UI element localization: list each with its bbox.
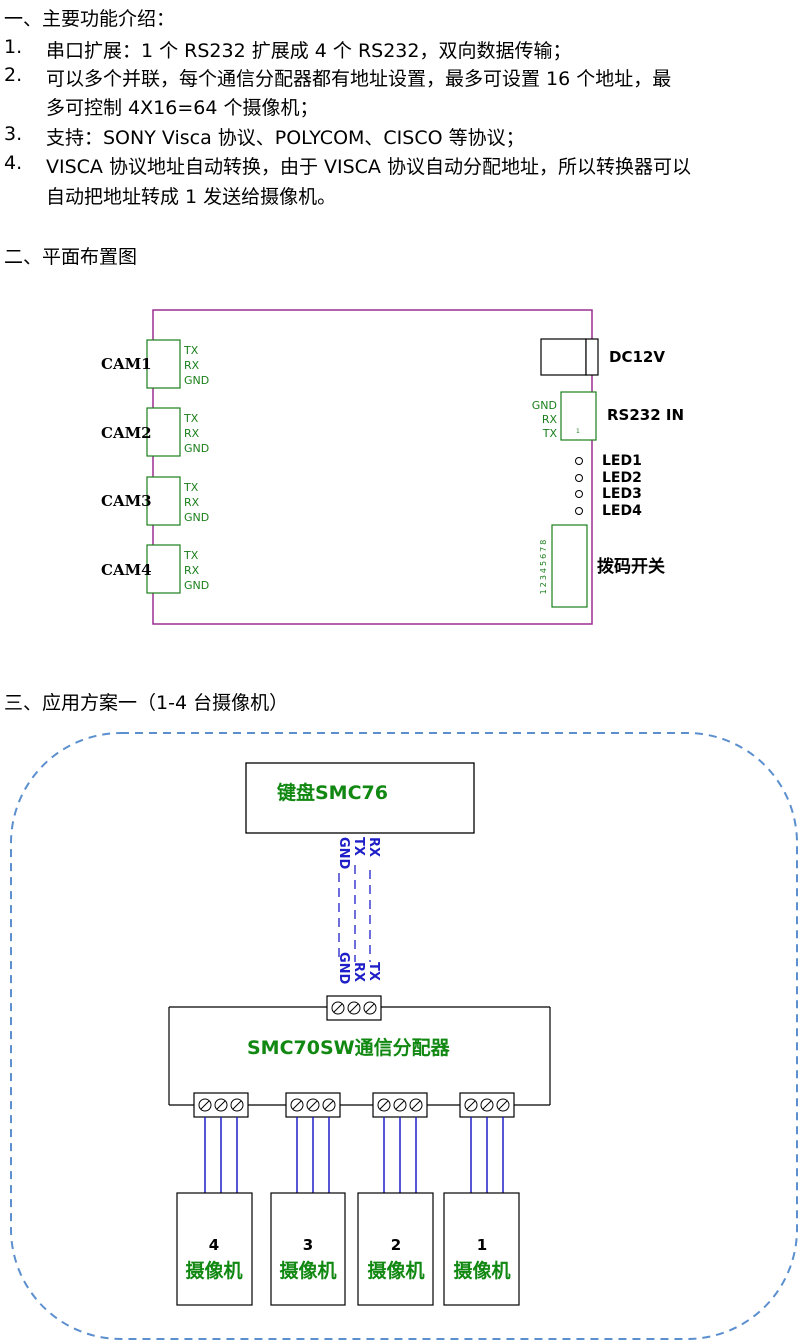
cam4-pin-rx: RX	[184, 564, 200, 577]
distributor-label: SMC70SW通信分配器	[247, 1036, 451, 1059]
feature-1-text: 串口扩展：1 个 RS232 扩展成 4 个 RS232，双向数据传输；	[46, 40, 572, 62]
feature-3-text: 支持：SONY Visca 协议、POLYCOM、CISCO 等协议；	[46, 127, 525, 149]
camera-wires	[204, 1117, 504, 1193]
board-layout-diagram: CAM1 TX RX GND CAM2 TX RX GND CAM3 TX RX…	[101, 309, 684, 625]
cam3-connector: CAM3 TX RX GND	[101, 476, 209, 526]
cam2-connector: CAM2 TX RX GND	[101, 407, 209, 457]
keyboard-pin-gnd: GND	[336, 837, 351, 870]
rs232-in-connector: 1 GND RX TX RS232 IN	[532, 391, 684, 441]
cam1-connector: CAM1 TX RX GND	[101, 339, 209, 389]
board-outline	[152, 309, 593, 625]
distributor-pin-rx: RX	[351, 962, 366, 982]
camera-1-number: 1	[477, 1236, 487, 1254]
feature-3-number: 3.	[4, 123, 23, 145]
output-terminal-2	[372, 1092, 428, 1118]
distributor-pin-tx: TX	[366, 962, 381, 981]
cam2-pin-rx: RX	[184, 427, 200, 440]
feature-2-text-line1: 可以多个并联，每个通信分配器都有地址设置，最多可设置 16 个地址，最	[46, 68, 672, 90]
led-group: LED1 LED2 LED3 LED4	[575, 453, 642, 519]
led1-label: LED1	[602, 453, 642, 469]
cam4-pin-tx: TX	[183, 549, 199, 562]
cam4-pin-gnd: GND	[184, 579, 209, 592]
camera-3-number: 3	[303, 1236, 313, 1254]
scheme-diagram: 键盘SMC76 GND TX RX GND RX TX SMC70SW通信分配器	[10, 732, 798, 1340]
cam1-pin-tx: TX	[183, 344, 199, 357]
cam2-label: CAM2	[101, 424, 152, 442]
feature-2-number: 2.	[4, 64, 23, 86]
cam2-pin-tx: TX	[183, 412, 199, 425]
feature-4-number: 4.	[4, 152, 23, 174]
camera-1: 1 摄像机	[443, 1192, 520, 1306]
cam4-label: CAM4	[101, 561, 152, 579]
rs232-label: RS232 IN	[607, 406, 684, 424]
features-title: 一、主要功能介绍：	[4, 8, 176, 30]
rs232-pin1-mark: 1	[576, 428, 580, 435]
camera-4: 4 摄像机	[176, 1192, 253, 1306]
dip-label: 拨码开关	[597, 556, 665, 577]
layout-title: 二、平面布置图	[4, 246, 138, 268]
cam3-pin-gnd: GND	[184, 511, 209, 524]
scheme-frame	[10, 732, 798, 1340]
cam3-pin-tx: TX	[183, 481, 199, 494]
keyboard-box: 键盘SMC76	[245, 762, 475, 834]
scheme-title: 三、应用方案一（1-4 台摄像机）	[4, 692, 289, 714]
dc-label: DC12V	[609, 348, 665, 366]
cam2-pin-gnd: GND	[184, 442, 209, 455]
camera-3-label: 摄像机	[279, 1259, 336, 1282]
dip-switch: 12345678 拨码开关	[539, 524, 665, 608]
feature-2-text-line2: 多可控制 4X16=64 个摄像机；	[46, 97, 319, 119]
led2-label: LED2	[602, 470, 642, 486]
distributor-box: SMC70SW通信分配器	[168, 1006, 551, 1106]
rs232-pin-rx: RX	[542, 413, 558, 426]
cam3-label: CAM3	[101, 492, 152, 510]
cam3-pin-rx: RX	[184, 496, 200, 509]
keyboard-wires	[338, 865, 371, 962]
feature-1-number: 1.	[4, 36, 23, 58]
dip-numbers: 12345678	[539, 538, 548, 595]
cam1-pin-gnd: GND	[184, 374, 209, 387]
cam1-label: CAM1	[101, 355, 152, 373]
cam1-pin-rx: RX	[184, 359, 200, 372]
feature-4-text-line2: 自动把地址转成 1 发送给摄像机。	[46, 186, 337, 208]
camera-4-number: 4	[209, 1236, 219, 1254]
output-terminal-4	[193, 1092, 249, 1118]
cam4-connector: CAM4 TX RX GND	[101, 544, 209, 594]
rs232-pin-gnd: GND	[532, 399, 557, 412]
rs232-pin-tx: TX	[542, 427, 558, 440]
led4-label: LED4	[602, 503, 642, 519]
camera-2-label: 摄像机	[367, 1259, 424, 1282]
feature-4-text-line1: VISCA 协议地址自动转换，由于 VISCA 协议自动分配地址，所以转换器可以	[46, 156, 691, 178]
camera-2: 2 摄像机	[357, 1192, 434, 1306]
output-terminal-3	[285, 1092, 341, 1118]
keyboard-label: 键盘SMC76	[276, 781, 388, 804]
led3-label: LED3	[602, 486, 642, 502]
keyboard-pin-rx: RX	[366, 837, 381, 857]
distributor-pin-gnd: GND	[336, 952, 351, 985]
camera-2-number: 2	[391, 1236, 401, 1254]
keyboard-pin-tx: TX	[351, 837, 366, 856]
camera-1-label: 摄像机	[453, 1259, 510, 1282]
dc-jack: DC12V	[540, 338, 665, 376]
distributor-top-terminal	[326, 995, 382, 1021]
camera-3: 3 摄像机	[270, 1192, 346, 1306]
output-terminal-1	[459, 1092, 515, 1118]
camera-4-label: 摄像机	[185, 1259, 242, 1282]
